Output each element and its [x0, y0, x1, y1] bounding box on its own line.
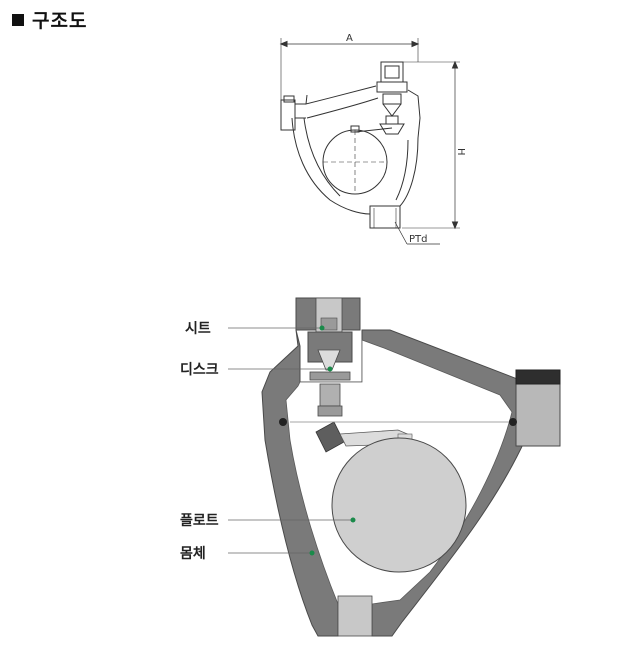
dimension-h-label: H [455, 148, 466, 156]
float-ball [331, 437, 467, 573]
dimension-a-label: A [346, 33, 353, 44]
disc-label: 디스크 [180, 362, 219, 378]
callout-leaders [228, 327, 353, 554]
outlet-port [337, 595, 373, 637]
float-label: 플로트 [180, 513, 219, 529]
outline-drawing [279, 38, 460, 245]
square-bullet-icon [12, 13, 24, 26]
section-title: 구조도 [12, 6, 87, 33]
seat-label: 시트 [185, 321, 211, 337]
section-title-text: 구조도 [32, 10, 88, 32]
pipe-thread-label: PTd [409, 234, 428, 245]
callout-markers [309, 325, 356, 556]
body-label: 몸체 [180, 546, 206, 562]
cross-section-drawing [261, 297, 561, 637]
